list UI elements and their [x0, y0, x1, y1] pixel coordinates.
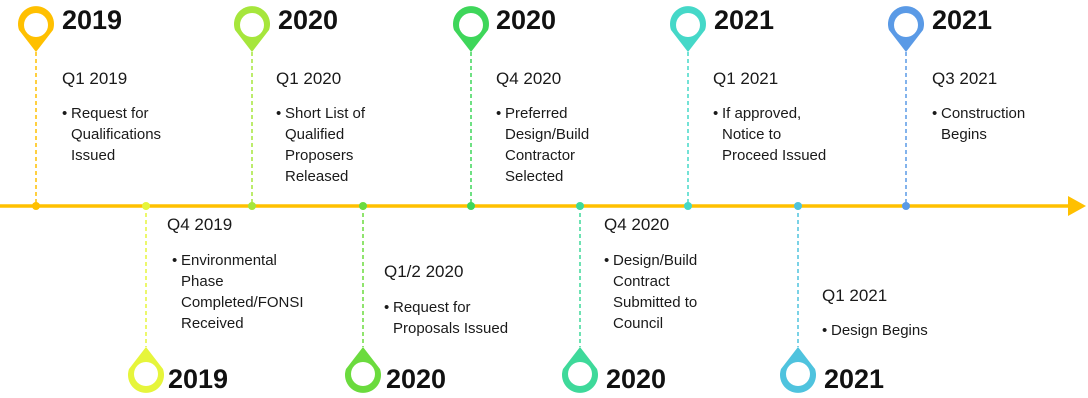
milestone-quarter: Q4 2020: [604, 215, 670, 234]
milestone-description-text: Request for Qualifications Issued: [71, 105, 162, 164]
pin-inner-circle: [894, 13, 918, 37]
milestone-quarter: Q1 2021: [822, 286, 888, 305]
milestone-description-text: Short List of Qualified Proposers Releas…: [285, 105, 366, 185]
milestone-quarter: Q1/2 2020: [384, 262, 464, 281]
milestone-axis-dot: [32, 202, 40, 210]
milestone-axis-dot: [794, 202, 802, 210]
timeline-arrow-head: [1068, 196, 1086, 216]
milestone-axis-dot: [576, 202, 584, 210]
milestone-axis-dot: [248, 202, 256, 210]
milestone-description: •Design/Build Contract Submitted to Coun…: [604, 250, 697, 334]
milestone-description-text: Request for Proposals Issued: [393, 299, 509, 337]
milestone-year: 2021: [932, 5, 993, 35]
milestone-description-text: Construction Begins: [941, 105, 1026, 143]
milestone-axis-dot: [684, 202, 692, 210]
bullet-icon: •: [172, 252, 178, 269]
milestone-description-text: If approved, Notice to Proceed Issued: [722, 105, 827, 164]
milestone-year: 2020: [386, 364, 447, 394]
pin-inner-circle: [24, 13, 48, 37]
pin-inner-circle: [351, 362, 375, 386]
bullet-icon: •: [932, 105, 938, 122]
milestone-quarter: Q3 2021: [932, 69, 998, 88]
milestone-year: 2020: [278, 5, 339, 35]
milestone-year: 2021: [714, 5, 775, 35]
milestone-axis-dot: [359, 202, 367, 210]
milestone-quarter: Q1 2021: [713, 69, 779, 88]
milestone-year: 2019: [168, 364, 229, 394]
milestone-description: •If approved, Notice to Proceed Issued: [713, 103, 826, 166]
bullet-icon: •: [276, 105, 282, 122]
milestone-year: 2021: [824, 364, 885, 394]
milestone-axis-dot: [467, 202, 475, 210]
bullet-icon: •: [604, 252, 610, 269]
milestone-quarter: Q4 2019: [167, 215, 233, 234]
milestone-description-text: Design/Build Contract Submitted to Counc…: [613, 252, 698, 332]
milestone-description: •Request for Qualifications Issued: [62, 103, 161, 166]
milestone-description: •Environmental Phase Completed/FONSI Rec…: [172, 250, 304, 334]
milestone-description-text: Preferred Design/Build Contractor Select…: [505, 105, 590, 185]
milestone-axis-dot: [142, 202, 150, 210]
milestone-description: •Short List of Qualified Proposers Relea…: [276, 103, 365, 187]
milestone-year: 2019: [62, 5, 123, 35]
milestone-description: •Request for Proposals Issued: [384, 297, 508, 339]
milestone-quarter: Q1 2020: [276, 69, 342, 88]
milestone-description: •Preferred Design/Build Contractor Selec…: [496, 103, 589, 187]
bullet-icon: •: [496, 105, 502, 122]
pin-inner-circle: [676, 13, 700, 37]
milestone-description-text: Design Begins: [831, 322, 928, 339]
pin-inner-circle: [459, 13, 483, 37]
milestone-year: 2020: [606, 364, 667, 394]
pin-inner-circle: [240, 13, 264, 37]
milestone-axis-dot: [902, 202, 910, 210]
milestone-year: 2020: [496, 5, 557, 35]
milestone-description-text: Environmental Phase Completed/FONSI Rece…: [181, 252, 304, 332]
pin-inner-circle: [568, 362, 592, 386]
bullet-icon: •: [713, 105, 719, 122]
milestone-description: •Design Begins: [822, 320, 928, 341]
bullet-icon: •: [62, 105, 68, 122]
bullet-icon: •: [822, 322, 828, 339]
pin-inner-circle: [786, 362, 810, 386]
bullet-icon: •: [384, 299, 390, 316]
milestone-quarter: Q4 2020: [496, 69, 562, 88]
pin-inner-circle: [134, 362, 158, 386]
milestone-description: •Construction Begins: [932, 103, 1025, 145]
milestone-quarter: Q1 2019: [62, 69, 128, 88]
